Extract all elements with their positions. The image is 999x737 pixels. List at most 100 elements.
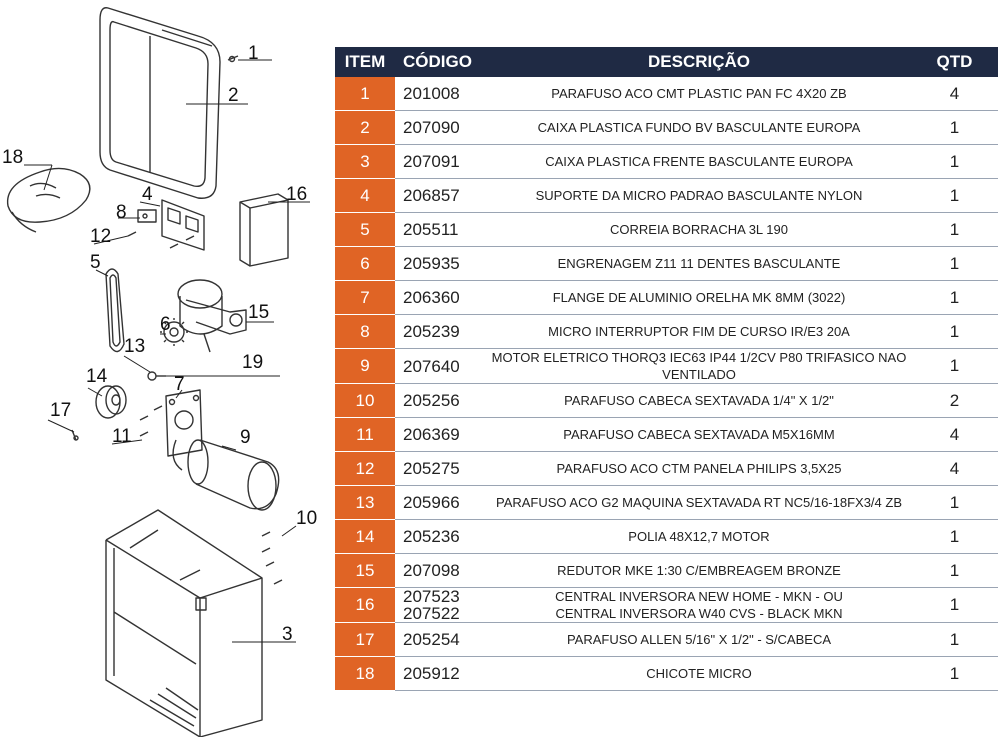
- part-code: 207640: [403, 356, 460, 376]
- part-description: PARAFUSO CABECA SEXTAVADA 1/4" X 1/2": [564, 393, 834, 408]
- part-code: 206857: [403, 186, 460, 205]
- callout-15: 15: [248, 302, 269, 323]
- callout-9: 9: [240, 427, 251, 448]
- part-description: PARAFUSO ACO CTM PANELA PHILIPS 3,5X25: [556, 461, 842, 476]
- part-description: POLIA 48X12,7 MOTOR: [628, 529, 770, 544]
- part-code: 205912: [403, 664, 460, 683]
- part-quantity: 1: [911, 110, 998, 145]
- part-description: PARAFUSO ACO CMT PLASTIC PAN FC 4X20 ZB: [551, 86, 847, 101]
- part-8-micro-switch: [137, 209, 157, 223]
- part-1-screw: [227, 55, 239, 63]
- part-description: CAIXA PLASTICA FRENTE BASCULANTE EUROPA: [545, 154, 853, 169]
- part-description: PARAFUSO CABECA SEXTAVADA M5X16MM: [563, 427, 835, 442]
- callout-8: 8: [116, 202, 127, 223]
- part-description: MOTOR ELETRICO THORQ3 IEC63 IP44 1/2CV P…: [491, 350, 907, 382]
- callout-18: 18: [2, 147, 23, 168]
- part-6-gear: [160, 318, 188, 346]
- part-description-cell: CAIXA PLASTICA FUNDO BV BASCULANTE EUROP…: [487, 110, 911, 145]
- item-number: 17: [335, 622, 395, 657]
- callout-6: 6: [160, 314, 171, 335]
- part-code: 205511: [403, 220, 459, 239]
- part-code-cell: 206857: [395, 178, 487, 213]
- part-15-gear-reducer: [177, 279, 247, 353]
- part-quantity: 1: [911, 553, 998, 588]
- part-code: 205236: [403, 527, 460, 546]
- part-description: CENTRAL INVERSORA W40 CVS - BLACK MKN: [555, 606, 843, 621]
- part-description: SUPORTE DA MICRO PADRAO BASCULANTE NYLON: [535, 188, 863, 203]
- part-14-pulley: [95, 385, 127, 419]
- part-18-wire-harness: [6, 167, 91, 233]
- callout-1: 1: [248, 43, 259, 64]
- header-quantity: QTD: [911, 47, 998, 77]
- part-quantity: 1: [911, 280, 998, 315]
- part-description-cell: PARAFUSO ACO G2 MAQUINA SEXTAVADA RT NC5…: [487, 485, 911, 520]
- part-code-cell: 207090: [395, 110, 487, 145]
- part-description-cell: PARAFUSO CABECA SEXTAVADA 1/4" X 1/2": [487, 383, 911, 418]
- part-description-cell: PARAFUSO ACO CTM PANELA PHILIPS 3,5X25: [487, 451, 911, 486]
- part-quantity: 1: [911, 348, 998, 384]
- part-code: 207098: [403, 561, 460, 580]
- part-code-cell: 205912: [395, 656, 487, 691]
- part-code: 205275: [403, 459, 460, 478]
- exploded-parts-diagram: 1 2 3 4 5 6 7 8 9 10 11 12 13 14 15 16 1…: [2, 7, 317, 737]
- callout-16: 16: [286, 184, 307, 205]
- part-description: MICRO INTERRUPTOR FIM DE CURSO IR/E3 20A: [548, 324, 850, 339]
- callout-5: 5: [90, 252, 101, 273]
- part-code-cell: 205511: [395, 212, 487, 247]
- item-number: 16: [335, 587, 395, 623]
- callout-4: 4: [142, 184, 153, 205]
- part-2-back-cover: [99, 7, 221, 199]
- part-quantity: 1: [911, 587, 998, 623]
- part-quantity: 1: [911, 622, 998, 657]
- part-quantity: 1: [911, 314, 998, 349]
- part-quantity: 1: [911, 144, 998, 179]
- item-number: 8: [335, 314, 395, 349]
- part-description: CAIXA PLASTICA FUNDO BV BASCULANTE EUROP…: [537, 120, 861, 135]
- part-quantity: 2: [911, 383, 998, 418]
- part-13-bolt: [147, 371, 166, 381]
- part-code-cell: 207091: [395, 144, 487, 179]
- part-description-cell: REDUTOR MKE 1:30 C/EMBREAGEM BRONZE: [487, 553, 911, 588]
- callout-17: 17: [50, 400, 71, 421]
- part-5-belt: [105, 268, 125, 353]
- part-quantity: 4: [911, 77, 998, 111]
- part-quantity: 1: [911, 212, 998, 247]
- part-3-front-box: [105, 509, 263, 737]
- part-code-cell: 206369: [395, 417, 487, 452]
- callout-11: 11: [112, 426, 132, 447]
- item-number: 7: [335, 280, 395, 315]
- part-code-cell: 205254: [395, 622, 487, 657]
- header-code: CÓDIGO: [395, 47, 487, 77]
- callout-7: 7: [174, 374, 185, 395]
- part-code-cell: 205935: [395, 246, 487, 281]
- part-code: 207090: [403, 118, 460, 137]
- item-number: 10: [335, 383, 395, 418]
- part-4-micro-support: [161, 199, 205, 251]
- item-number: 11: [335, 417, 395, 452]
- part-code: 207522: [403, 604, 460, 623]
- part-code: 205256: [403, 391, 460, 410]
- part-description-cell: MOTOR ELETRICO THORQ3 IEC63 IP44 1/2CV P…: [487, 348, 911, 384]
- part-description: CORREIA BORRACHA 3L 190: [610, 222, 788, 237]
- item-number: 18: [335, 656, 395, 691]
- part-code-cell: 206360: [395, 280, 487, 315]
- part-description-cell: CHICOTE MICRO: [487, 656, 911, 691]
- item-number: 9: [335, 348, 395, 384]
- header-description: DESCRIÇÃO: [487, 47, 911, 77]
- part-code: 205239: [403, 322, 460, 341]
- item-number: 4: [335, 178, 395, 213]
- part-description-cell: PARAFUSO CABECA SEXTAVADA M5X16MM: [487, 417, 911, 452]
- part-code: 207523: [403, 587, 460, 606]
- table-row: 10 205256 PARAFUSO CABECA SEXTAVADA 1/4" X…: [335, 383, 998, 418]
- part-description-cell: CAIXA PLASTICA FRENTE BASCULANTE EUROPA: [487, 144, 911, 179]
- part-9-motor: [172, 439, 280, 511]
- callout-19: 19: [242, 352, 263, 373]
- callout-3: 3: [282, 624, 293, 645]
- part-code: 206360: [403, 288, 460, 307]
- part-quantity: 1: [911, 656, 998, 691]
